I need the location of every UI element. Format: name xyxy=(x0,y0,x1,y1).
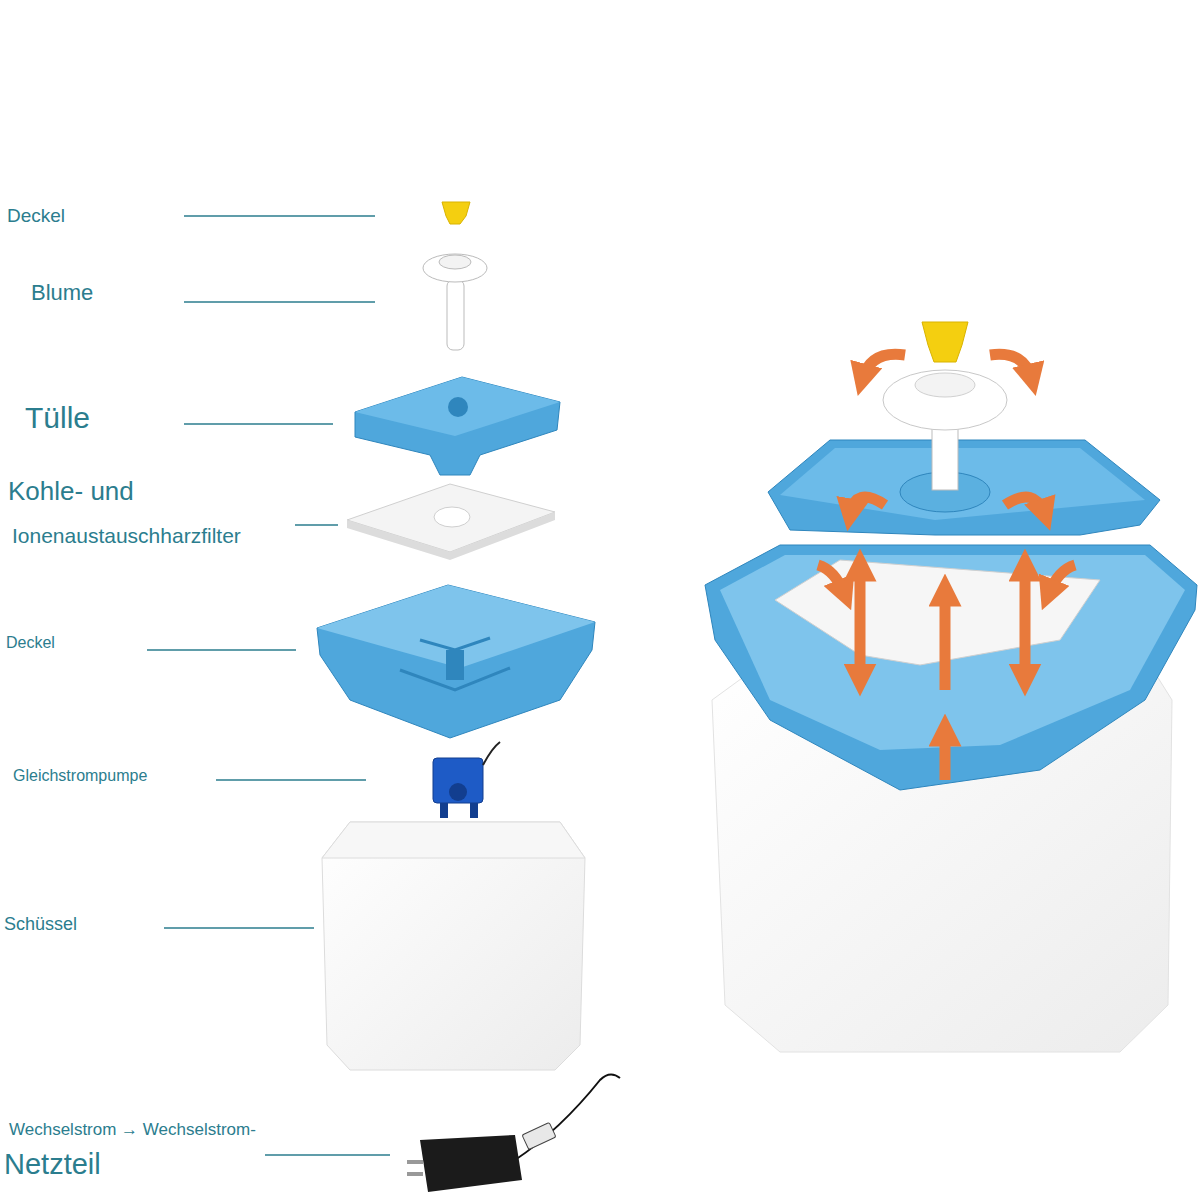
part-label: Ionenaustauschharzfilter xyxy=(12,524,241,548)
part-label: Tülle xyxy=(25,401,90,436)
flow-arrows xyxy=(818,354,1075,780)
part-label: Netzteil xyxy=(4,1148,101,1181)
part-label: Schüssel xyxy=(4,914,77,935)
part-label: Deckel xyxy=(6,634,55,652)
exploded-view xyxy=(317,202,620,1192)
part-label: Deckel xyxy=(7,205,65,227)
part-label: Wechselstrom → Wechselstrom- xyxy=(9,1120,256,1140)
part-label: Gleichstrompumpe xyxy=(13,767,147,785)
assembled-view xyxy=(705,322,1197,1052)
part-label: Kohle- und xyxy=(8,477,134,507)
part-label: Blume xyxy=(31,280,93,305)
